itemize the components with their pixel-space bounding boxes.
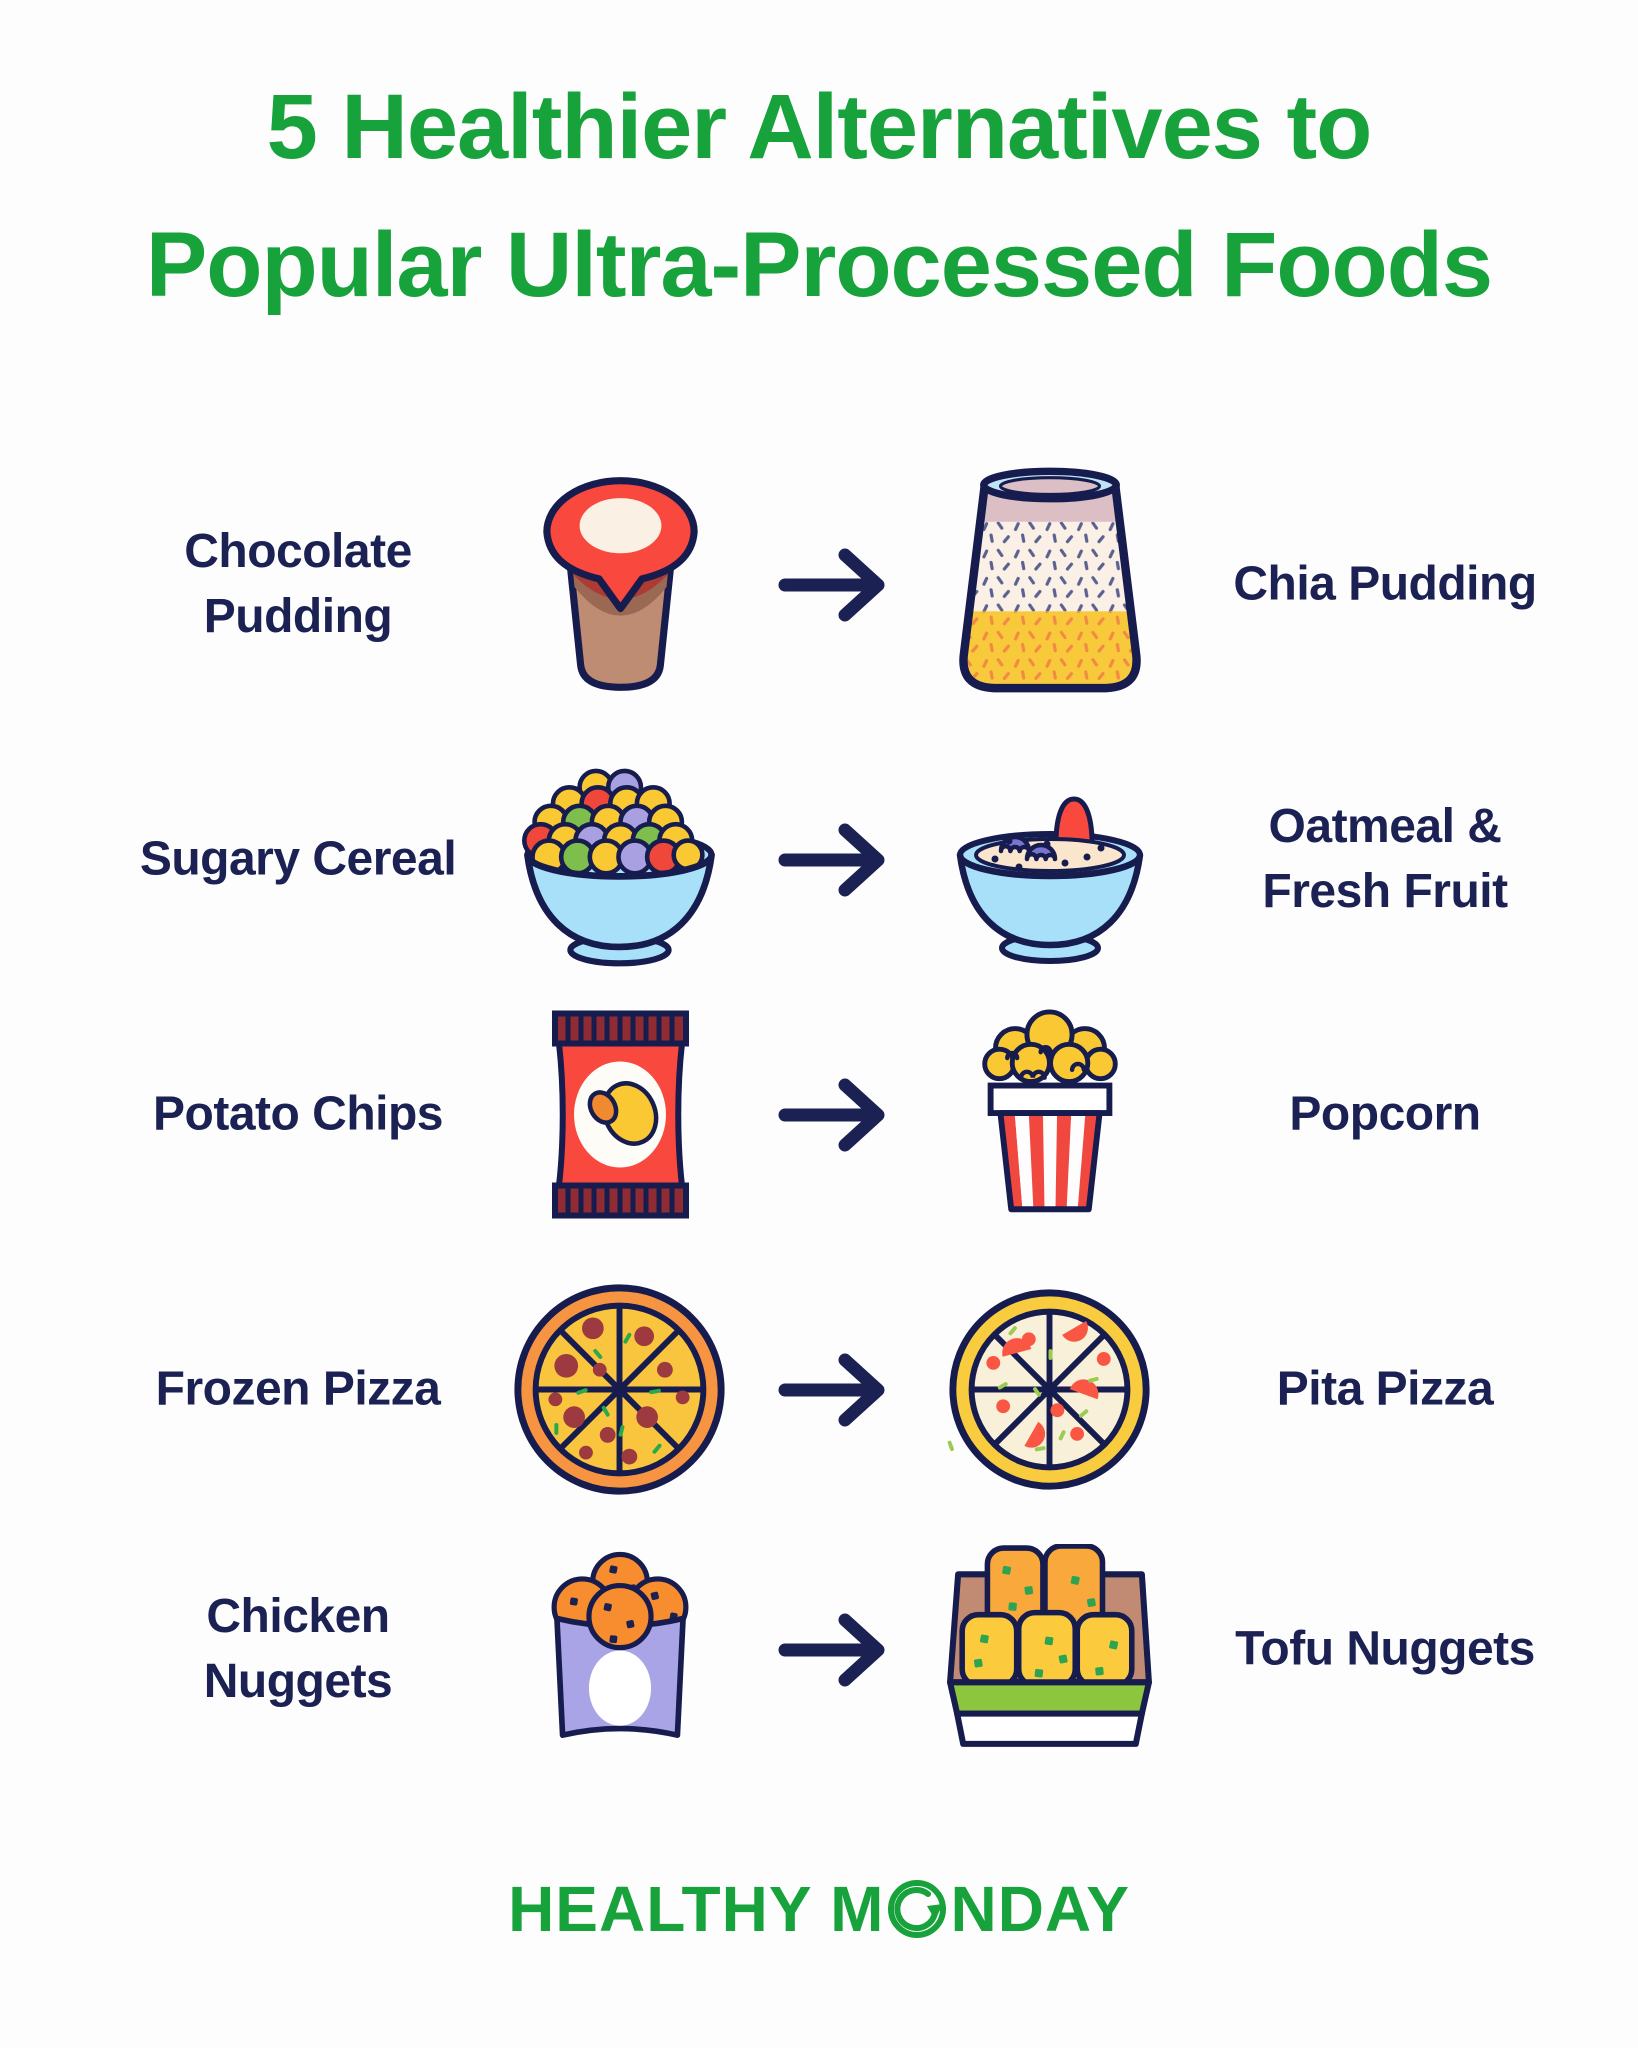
- right-arrow-icon: [778, 1078, 885, 1152]
- page-title: 5 Healthier Alternatives to Popular Ultr…: [0, 58, 1638, 334]
- swap-row: Chocolate Pudding: [0, 455, 1638, 715]
- processed-food-label: Frozen Pizza: [155, 1362, 441, 1416]
- alternative-food-label: Oatmeal & Fresh Fruit: [1262, 800, 1508, 918]
- chia-pudding-icon: [959, 467, 1141, 693]
- page-title-line2: Popular Ultra-Processed Foods: [145, 214, 1493, 316]
- brand-text-prefix: HEALTHY M: [508, 1873, 885, 1945]
- right-arrow-icon: [778, 548, 885, 622]
- frozen-pizza-icon: [514, 1284, 725, 1495]
- page-title-line1: 5 Healthier Alternatives to: [266, 76, 1373, 178]
- tofu-nuggets-icon: [947, 1544, 1152, 1747]
- processed-food-label: Chicken Nuggets: [203, 1590, 393, 1708]
- swap-row: Chicken Nuggets: [0, 1520, 1638, 1780]
- swap-row: Sugary Cereal: [0, 730, 1638, 990]
- brand-logo: HEALTHY M NDAY: [0, 1872, 1638, 1946]
- brand-text-suffix: NDAY: [950, 1873, 1130, 1945]
- monday-circle-arrow-icon: [888, 1880, 947, 1938]
- processed-food-label: Sugary Cereal: [139, 832, 457, 886]
- chocolate-pudding-icon: [542, 477, 698, 691]
- processed-food-label: Chocolate Pudding: [184, 525, 412, 643]
- right-arrow-icon: [778, 1353, 885, 1427]
- popcorn-icon: [982, 1009, 1118, 1213]
- processed-food-label: Potato Chips: [153, 1087, 444, 1141]
- potato-chips-icon: [551, 1010, 689, 1219]
- alternative-food-label: Pita Pizza: [1276, 1362, 1494, 1416]
- pita-pizza-icon: [947, 1289, 1150, 1490]
- alternative-food-label: Popcorn: [1289, 1087, 1481, 1141]
- swap-row: Potato Chips: [0, 985, 1638, 1245]
- sugary-cereal-icon: [522, 768, 715, 967]
- alternative-food-label: Tofu Nuggets: [1235, 1622, 1535, 1676]
- alternative-food-label: Chia Pudding: [1233, 557, 1537, 611]
- right-arrow-icon: [778, 1613, 885, 1687]
- right-arrow-icon: [778, 823, 885, 897]
- chicken-nuggets-icon: [551, 1551, 689, 1738]
- swap-row: Frozen Pizza: [0, 1260, 1638, 1520]
- oatmeal-fresh-fruit-icon: [956, 796, 1143, 964]
